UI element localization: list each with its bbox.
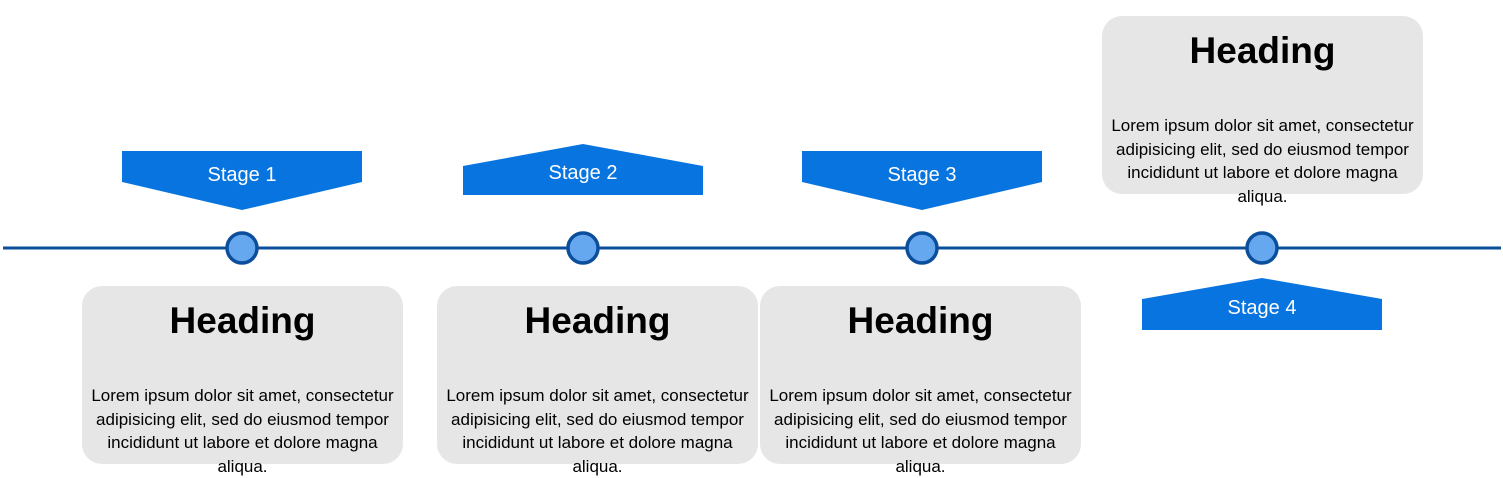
card-heading: Heading (1189, 30, 1336, 71)
card-heading: Heading (847, 300, 994, 341)
stage-4-banner (1142, 278, 1382, 330)
card-body: Lorem ipsum dolor sit amet, consectetur … (91, 386, 394, 476)
stage-1-banner (122, 151, 362, 210)
stage-3-banner (802, 151, 1042, 210)
stage-4-label: Stage 4 (1227, 297, 1297, 319)
stage-3-node (905, 231, 939, 265)
card-body: Lorem ipsum dolor sit amet, consectetur … (1111, 116, 1414, 206)
stage-1-node (225, 231, 259, 265)
timeline-diagram (3, 144, 1501, 330)
card-body: Lorem ipsum dolor sit amet, consectetur … (446, 386, 749, 476)
stage-2-banner (463, 144, 703, 195)
stage-4-node (1245, 231, 1279, 265)
stage-4-card: Heading Lorem ipsum dolor sit amet, cons… (1102, 16, 1423, 206)
stage-3-label: Stage 3 (887, 164, 957, 186)
stage-2-node (566, 231, 600, 265)
card-heading: Heading (169, 300, 316, 341)
stage-3-card: Heading Lorem ipsum dolor sit amet, cons… (760, 286, 1081, 476)
stage-2-label: Stage 2 (548, 162, 618, 184)
card-body: Lorem ipsum dolor sit amet, consectetur … (769, 386, 1072, 476)
stage-2-card: Heading Lorem ipsum dolor sit amet, cons… (437, 286, 758, 476)
stage-1-card: Heading Lorem ipsum dolor sit amet, cons… (82, 286, 403, 476)
card-heading: Heading (524, 300, 671, 341)
stage-1-label: Stage 1 (207, 164, 277, 186)
